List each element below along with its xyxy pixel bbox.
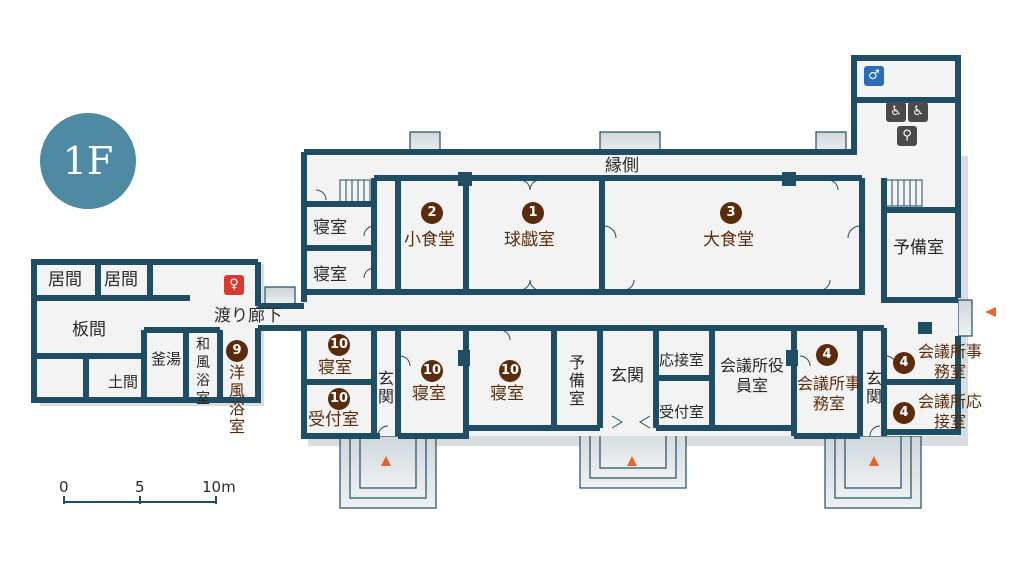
room-engawa: 縁側 [605,156,639,176]
interior-stairs [339,179,923,207]
room-number-4a: 4 [816,344,838,366]
columns [458,172,932,366]
room-number-9: 9 [226,340,248,362]
room-number-1: 1 [522,202,544,224]
room-shinshitsu-10b: 寝室 [412,384,446,404]
room-number-4c: 4 [893,402,915,424]
baby-care-icon: ♿ [886,102,906,122]
room-shinshitsu-10c: 寝室 [490,384,524,404]
room-number-2: 2 [421,202,443,224]
room-kyugishitsu: 球戯室 [504,230,555,250]
room-number-10c: 10 [421,360,443,382]
room-watari-roka: 渡り廊下 [214,306,282,326]
room-number-10a: 10 [328,334,350,356]
room-genkan-left: 玄関 [377,369,394,406]
room-yofu-yokushitsu: 洋風浴室 [228,363,245,436]
room-genkan-center: 玄関 [610,366,644,386]
room-genkan-right: 玄関 [865,369,882,406]
room-wafu-yokushitsu: 和風浴室 [196,337,210,407]
scale-label-0: 0 [59,478,69,496]
room-osetsushitsu: 応接室 [659,351,705,369]
room-shoshokudo: 小食堂 [404,230,455,250]
room-shinshitsu-10a: 寝室 [318,358,352,378]
room-kaigisho-jimu-4: 会議所事務室 [797,374,862,413]
scale-label-10: 10m [202,478,236,496]
room-yobishitsu-right: 予備室 [893,238,944,258]
room-uketsukeshitsu: 受付室 [659,403,705,421]
wheelchair-icon: ♿ [908,102,928,122]
room-daishokudo: 大食堂 [703,230,754,250]
room-ima-1: 居間 [48,270,82,290]
scale-bar [63,496,217,504]
entrance-arrow-icon [381,307,996,466]
floor-badge: 1F [40,113,136,209]
room-kaigisho-osetsu-4: 会議所応接室 [918,392,983,431]
room-doma: 土間 [108,373,139,391]
room-yobi-small: 予備室 [568,353,585,408]
room-kaigisho-yakuin: 会議所役員室 [719,356,784,395]
room-number-4b: 4 [893,352,915,374]
room-itama: 板間 [72,320,106,340]
room-number-10b: 10 [328,388,350,410]
toilet-men-icon: ♂ [864,66,884,86]
multipurpose-toilet-icon: ⚲ [897,126,917,146]
room-kaigisho-jimu-4b: 会議所事務室 [918,342,983,381]
room-ima-2: 居間 [104,270,138,290]
room-uketsuke-10: 受付室 [308,410,359,430]
toilet-women-icon: ♀ [224,275,244,295]
room-shinshitsu-a: 寝室 [313,218,347,238]
room-number-10d: 10 [499,360,521,382]
room-shinshitsu-b: 寝室 [313,265,347,285]
room-number-3: 3 [720,202,742,224]
scale-label-5: 5 [135,478,145,496]
walls [31,55,961,439]
room-kamayu: 釜湯 [150,350,181,368]
